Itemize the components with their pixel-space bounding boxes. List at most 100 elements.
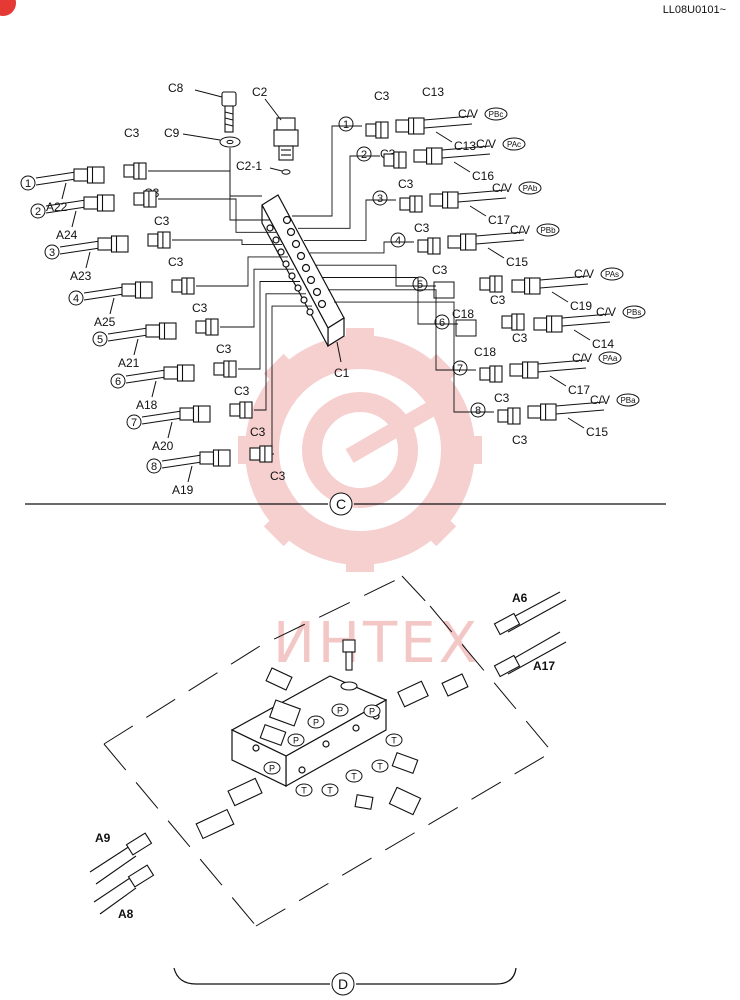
right-fitting-label-4: C3 <box>432 263 448 277</box>
left-port-num-6: 6 <box>115 376 121 388</box>
right-fitting-4-hex <box>427 237 441 255</box>
left-fitting-2-hex <box>143 190 157 208</box>
port-mark-2: P <box>313 718 319 728</box>
corner-mark <box>0 0 16 16</box>
left-hose-4-a <box>83 286 125 294</box>
left-hose-label-4: A25 <box>94 315 116 329</box>
left-port-num-5: 5 <box>97 334 103 346</box>
left-fitting-5 <box>195 318 219 336</box>
right-fitting-7 <box>479 365 503 383</box>
label-bolt: C8 <box>168 81 184 95</box>
left-hose-end-6-body <box>163 366 179 380</box>
left-hose-8-a <box>161 454 203 462</box>
right-adapter-label-6: C18 <box>474 345 496 359</box>
left-hose-end-1-hex <box>86 166 105 184</box>
right-port-num-8-circle <box>470 402 486 418</box>
left-port-num-8: 8 <box>151 461 157 473</box>
right-route-6 <box>322 277 458 325</box>
right-port-num-3: 3 <box>377 193 383 205</box>
port-mark-ring-5 <box>385 733 403 747</box>
assembly-outline <box>103 575 553 927</box>
left-fitting-5-hex <box>205 318 219 336</box>
left-hose-leader-2 <box>71 210 77 228</box>
left-port-rows: 1A22C32A24C33A23C34A25C35A21C36A18C37A20… <box>20 126 312 497</box>
left-fitting-2-body <box>133 192 145 206</box>
label-valve: C2 <box>252 85 268 99</box>
manifold-block-c1 <box>261 194 345 348</box>
right-hose-5-a <box>539 275 589 281</box>
right-port-num-2-circle <box>356 146 372 162</box>
left-fitting-label-7: C3 <box>250 425 266 439</box>
left-hose-end-8-hex <box>212 449 231 467</box>
left-hose-end-3-body <box>97 237 113 251</box>
watermark: ИНТЕX <box>238 328 482 676</box>
left-fitting-4 <box>171 277 195 295</box>
left-fitting-3-hex <box>157 231 171 249</box>
left-hose-3-b <box>59 247 101 255</box>
washer-c9 <box>219 136 241 148</box>
left-hose-label-1: A22 <box>46 200 68 214</box>
left-route-6 <box>238 281 300 370</box>
right-top-c3-label: C3 <box>374 89 390 103</box>
right-hose-leader-3 <box>469 205 487 217</box>
right-port-num-4: 4 <box>395 235 401 247</box>
right-hose-end-5 <box>511 277 541 295</box>
right-port-4: PBb <box>540 226 556 235</box>
left-hose-end-7-hex <box>192 405 211 423</box>
left-port-num-3: 3 <box>49 247 55 259</box>
right-port-num-6: 6 <box>439 317 445 329</box>
left-hose-1-b <box>35 178 77 186</box>
left-hose-6-a <box>125 369 167 377</box>
section-c-marker <box>329 492 353 516</box>
left-route-5 <box>220 268 294 328</box>
right-port-badge-3 <box>518 181 542 195</box>
right-fitting-1 <box>365 121 389 139</box>
right-port-num-1: 1 <box>343 119 349 131</box>
right-hose-label-2: C16 <box>472 169 494 183</box>
label-oring: C2-1 <box>236 159 262 173</box>
left-route-4 <box>196 256 288 287</box>
left-port-num-5-circle <box>92 331 108 347</box>
left-fitting-7 <box>229 401 253 419</box>
left-port-num-2: 2 <box>35 206 41 218</box>
left-hose-end-6 <box>163 364 195 382</box>
right-hose-end-3 <box>429 191 459 209</box>
right-port-num-5: 5 <box>417 279 423 291</box>
right-hose-1-b <box>423 123 473 129</box>
port-mark-ring-2 <box>307 715 325 729</box>
left-hose-2-a <box>45 199 87 207</box>
left-fitting-1-hex <box>133 162 147 180</box>
right-hose-end-6-hex <box>546 315 563 333</box>
left-fitting-label-8: C3 <box>270 469 286 483</box>
port-mark-ring-3 <box>287 733 305 747</box>
right-fitting-label-8: C3 <box>512 433 528 447</box>
right-hose-end-8-body <box>527 405 542 419</box>
right-dest-5: C/V <box>574 267 594 281</box>
left-hose-leader-7 <box>167 421 173 439</box>
right-dest-2: C/V <box>476 137 496 151</box>
left-fitting-6 <box>213 360 237 378</box>
right-hose-end-2-hex <box>426 147 443 165</box>
right-route-8 <box>334 301 494 413</box>
leader-c2 <box>264 98 282 121</box>
right-port-num-2: 2 <box>361 149 367 161</box>
right-adapter-5 <box>433 281 455 299</box>
port-mark-4: P <box>269 764 275 774</box>
left-hose-end-5-body <box>145 324 161 338</box>
left-hose-end-6-hex <box>176 364 195 382</box>
port-mark-1: P <box>369 707 375 717</box>
right-fitting-5-body <box>479 277 491 291</box>
left-hose-end-5-hex <box>158 322 177 340</box>
right-hose-end-5-hex <box>524 277 541 295</box>
right-fitting-6 <box>501 313 525 331</box>
right-hose-end-6-body <box>533 317 548 331</box>
left-hose-label-6: A18 <box>136 398 158 412</box>
left-fitting-6-body <box>213 362 225 376</box>
right-fitting-2-hex <box>393 151 407 169</box>
right-port-7: PAa <box>603 354 618 363</box>
left-fitting-label-4: C3 <box>192 301 208 315</box>
left-port-num-1: 1 <box>25 178 31 190</box>
right-hose-leader-6 <box>573 329 591 341</box>
right-fitting-6-hex <box>511 313 525 331</box>
left-hose-5-a <box>107 327 149 335</box>
